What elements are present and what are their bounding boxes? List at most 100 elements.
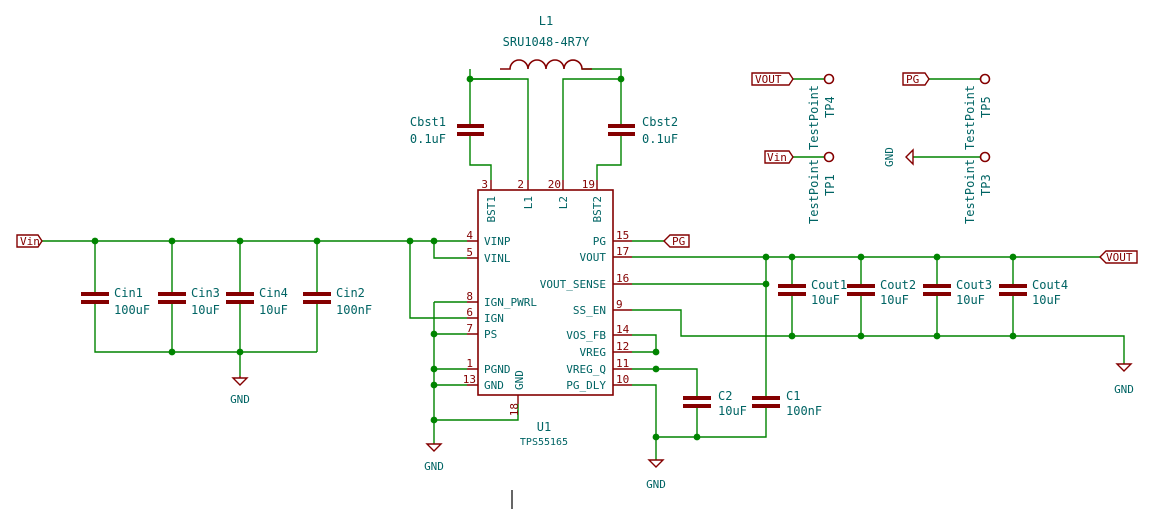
inductor-l1[interactable]: L1 SRU1048-4R7Y [500, 14, 592, 70]
cap-ref: Cin1 [114, 286, 143, 300]
ic-body[interactable] [477, 189, 614, 396]
net-label-text: Vin [767, 151, 787, 164]
capacitor-cin4[interactable]: Cin4 10uF [226, 286, 288, 317]
net-label-vout-right[interactable]: VOUT [1099, 250, 1138, 264]
cap-ref: Cout2 [880, 278, 916, 292]
ground-symbol-ic[interactable]: GND [424, 443, 444, 473]
net-label-vout-tp[interactable]: VOUT [751, 72, 794, 86]
ground-symbol-tp3[interactable]: GND [883, 147, 914, 167]
ic-pin-num-10: 10 [616, 373, 629, 386]
ic-pin-num-20: 20 [548, 178, 561, 191]
cap-ref: Cin4 [259, 286, 288, 300]
ic-pin-num-18: 18 [508, 403, 521, 416]
cap-ref: Cbst2 [642, 115, 678, 129]
ground-symbol-c2[interactable]: GND [646, 459, 666, 491]
capacitor-cbst1[interactable]: Cbst1 0.1uF [410, 115, 484, 146]
net-label-pg-tp[interactable]: PG [902, 72, 930, 86]
testpoint-value: TestPoint [807, 159, 821, 224]
ic-pin-name-bst1: BST1 [485, 196, 498, 223]
cap-value: 0.1uF [642, 132, 678, 146]
testpoint-tp1[interactable]: TP1 TestPoint [807, 151, 837, 225]
cap-value: 10uF [811, 293, 840, 307]
testpoint-tp5[interactable]: TP5 TestPoint [963, 73, 993, 151]
ground-symbol-cout[interactable]: GND [1114, 363, 1134, 396]
ic-pin-num-19: 19 [582, 178, 595, 191]
ic-pin-name-l1: L1 [522, 196, 535, 209]
capacitor-c2[interactable]: C2 10uF [683, 389, 747, 418]
testpoint-ref: TP3 [979, 174, 993, 196]
cap-ref: Cbst1 [410, 115, 446, 129]
ic-pin-name-vinl: VINL [484, 252, 511, 265]
ic-pin-num-9: 9 [616, 298, 623, 311]
ic-pin-num-17: 17 [616, 245, 629, 258]
cap-value: 0.1uF [410, 132, 446, 146]
ic-pin-name-ign-pwrl: IGN_PWRL [484, 296, 537, 309]
capacitor-c1[interactable]: C1 100nF [752, 389, 822, 418]
ic-pin-name-ps: PS [484, 328, 497, 341]
ic-u1[interactable]: 3 2 20 19 BST1 L1 L2 BST2 4 5 8 6 7 1 13… [463, 178, 632, 448]
cap-ref: Cout3 [956, 278, 992, 292]
cap-value: 10uF [191, 303, 220, 317]
testpoint-tp3[interactable]: TP3 TestPoint [963, 151, 993, 225]
ic-pin-num-2: 2 [517, 178, 524, 191]
capacitor-cout4[interactable]: Cout4 10uF [999, 278, 1068, 307]
net-label-pg-ic[interactable]: PG [663, 234, 690, 248]
capacitor-cout2[interactable]: Cout2 10uF [847, 278, 916, 307]
cap-ref: Cin2 [336, 286, 365, 300]
ic-pin-name-vreg-q: VREG_Q [566, 363, 606, 376]
capacitor-cin3[interactable]: Cin3 10uF [158, 286, 220, 317]
ic-pin-num-11: 11 [616, 357, 629, 370]
ic-value: TPS55165 [520, 437, 568, 448]
ic-pin-name-vos-fb: VOS_FB [566, 329, 606, 342]
testpoint-value: TestPoint [807, 85, 821, 150]
ic-pin-num-3: 3 [481, 178, 488, 191]
ground-label: GND [424, 460, 444, 473]
net-label-text: VOUT [1106, 251, 1133, 264]
ic-pin-name-gnd: GND [484, 379, 504, 392]
capacitor-cout1[interactable]: Cout1 10uF [778, 278, 847, 307]
cap-value: 10uF [259, 303, 288, 317]
capacitor-cout3[interactable]: Cout3 10uF [923, 278, 992, 307]
testpoint-tp4[interactable]: TP4 TestPoint [807, 73, 837, 151]
net-label-vin-tp[interactable]: Vin [764, 150, 794, 164]
ic-pin-name-pgnd: PGND [484, 363, 511, 376]
ic-pin-name-vinp: VINP [484, 235, 511, 248]
ic-pin-num-13: 13 [463, 373, 476, 386]
ic-pin-num-4: 4 [466, 229, 473, 242]
ground-symbol-cin[interactable]: GND [230, 376, 250, 406]
ic-pin-num-1: 1 [466, 357, 473, 370]
inductor-ref: L1 [539, 14, 553, 28]
ic-pin-num-12: 12 [616, 340, 629, 353]
ic-pin-name-vout-sense: VOUT_SENSE [540, 278, 606, 291]
capacitor-cin2[interactable]: Cin2 100nF [303, 286, 372, 317]
ic-pin-name-gnd-bottom: GND [513, 370, 526, 390]
ic-pin-num-14: 14 [616, 323, 630, 336]
testpoint-value: TestPoint [963, 159, 977, 224]
cap-value: 100nF [786, 404, 822, 418]
testpoint-ref: TP1 [823, 174, 837, 196]
cap-value: 10uF [880, 293, 909, 307]
ic-pin-name-vreg: VREG [580, 346, 607, 359]
cap-ref: C1 [786, 389, 800, 403]
ic-pin-num-6: 6 [466, 306, 473, 319]
testpoint-ref: TP5 [979, 96, 993, 118]
ground-label: GND [1114, 383, 1134, 396]
ic-pin-num-5: 5 [466, 246, 473, 259]
cap-ref: Cout4 [1032, 278, 1068, 292]
cap-value: 100uF [114, 303, 150, 317]
net-label-text: VOUT [755, 73, 782, 86]
ground-label: GND [646, 478, 666, 491]
ic-pin-name-pg: PG [593, 235, 606, 248]
ic-pin-num-7: 7 [466, 322, 473, 335]
net-label-text: PG [672, 235, 685, 248]
capacitor-cin1[interactable]: Cin1 100uF [81, 286, 150, 317]
cap-ref: C2 [718, 389, 732, 403]
ic-ref: U1 [537, 420, 551, 434]
ground-label: GND [230, 393, 250, 406]
cap-value: 10uF [956, 293, 985, 307]
ic-pin-num-8: 8 [466, 290, 473, 303]
capacitor-cbst2[interactable]: Cbst2 0.1uF [608, 115, 678, 146]
net-label-vin-left[interactable]: Vin [16, 234, 43, 248]
ic-pin-name-ign: IGN [484, 312, 504, 325]
